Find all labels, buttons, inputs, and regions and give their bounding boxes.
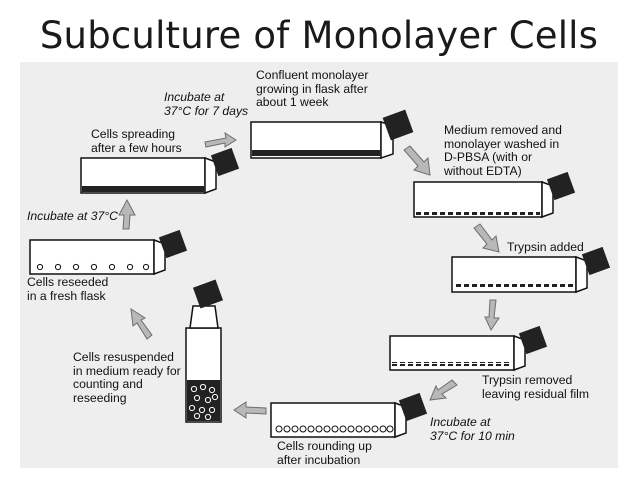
flask-trypsin-added bbox=[451, 246, 611, 294]
flask-cells-spreading bbox=[80, 147, 240, 195]
arrow-to-confluent bbox=[204, 131, 237, 148]
label-incubate-7-days: Incubate at 37°C for 7 days bbox=[164, 90, 249, 118]
label-confluent: Confluent monolayer growing in flask aft… bbox=[256, 68, 369, 109]
label-incubate-37: Incubate at 37°C bbox=[27, 209, 118, 223]
arrow-to-medium-removed bbox=[403, 145, 431, 176]
flask-medium-removed bbox=[413, 171, 576, 219]
flask-trypsin-removed bbox=[389, 325, 548, 372]
arrow-to-trypsin-removed bbox=[484, 299, 500, 332]
slide-title: Subculture of Monolayer Cells bbox=[39, 14, 599, 57]
label-trypsin-removed: Trypsin removed leaving residual film bbox=[482, 373, 590, 401]
flask-confluent bbox=[250, 109, 414, 160]
label-incubate-10-min: Incubate at 37°C for 10 min bbox=[430, 415, 515, 443]
label-cells-rounding: Cells rounding up after incubation bbox=[277, 439, 372, 467]
arrow-to-trypsin-added bbox=[473, 223, 500, 253]
process-arrows bbox=[118, 131, 500, 419]
flask-cells-resuspended bbox=[185, 279, 224, 423]
arrow-to-incubate bbox=[429, 379, 458, 401]
flask-cells-rounding bbox=[270, 392, 428, 439]
flask-cells-reseeded bbox=[29, 229, 188, 276]
label-trypsin-added: Trypsin added bbox=[507, 240, 584, 254]
label-cells-resuspended: Cells resuspended in medium ready for co… bbox=[73, 350, 181, 405]
arrow-to-reseeded bbox=[130, 308, 153, 340]
arrow-to-rounding-from-flask bbox=[233, 401, 267, 419]
label-cells-spreading: Cells spreading after a few hours bbox=[91, 127, 182, 155]
label-medium-removed: Medium removed and monolayer washed in D… bbox=[444, 123, 562, 178]
label-cells-reseeded: Cells reseeded in a fresh flask bbox=[27, 275, 109, 303]
arrow-to-spreading bbox=[118, 198, 136, 230]
